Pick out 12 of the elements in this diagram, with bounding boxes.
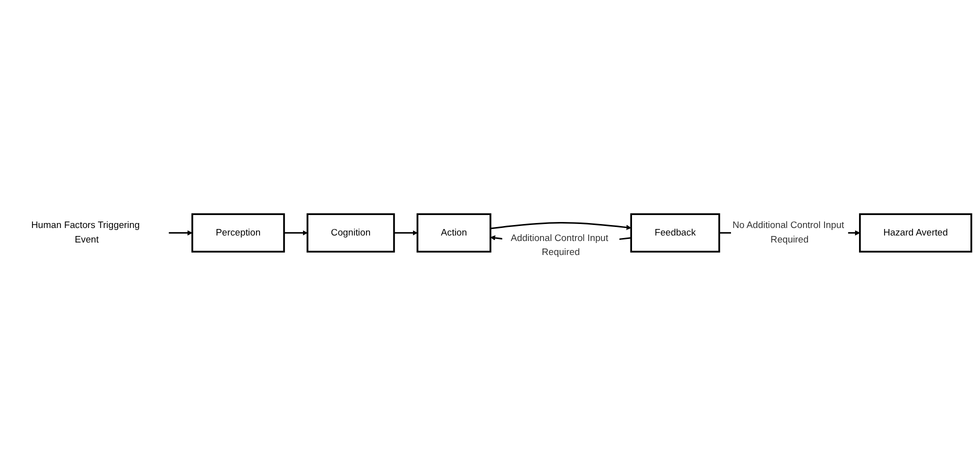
arrow	[490, 222, 632, 230]
node-text: Human Factors Triggering Event	[31, 220, 140, 245]
node-box: Perception	[191, 213, 285, 253]
edge-label: Additional Control Input Required	[510, 234, 608, 258]
node-box: Cognition	[306, 213, 395, 253]
arrow	[168, 230, 193, 236]
node-box: Hazard Averted	[859, 213, 972, 253]
node-box: Feedback	[630, 213, 720, 253]
node-box: Action	[416, 213, 492, 253]
arrow	[284, 230, 308, 236]
arrow	[394, 230, 418, 236]
edge-label: No Additional Control Input Required	[732, 220, 844, 245]
